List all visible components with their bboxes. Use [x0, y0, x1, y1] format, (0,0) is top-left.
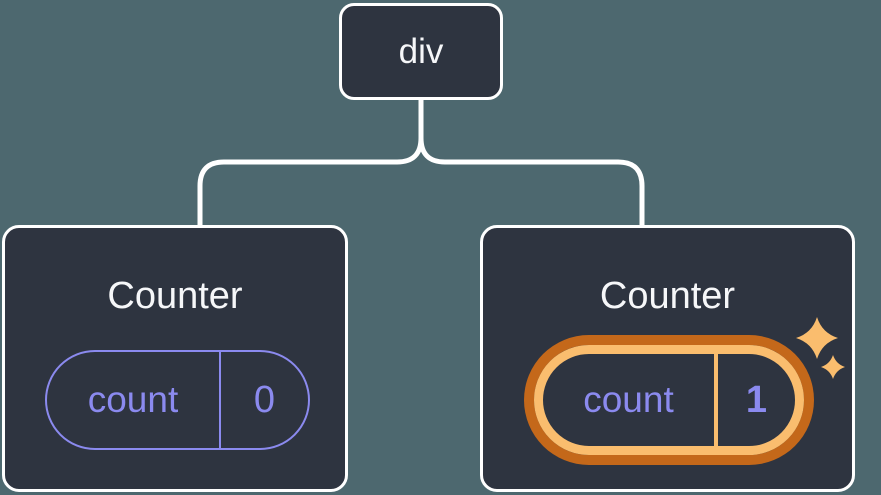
counter-node-right: Counter count 1	[480, 225, 855, 492]
state-key-label: count	[87, 379, 179, 420]
connector-right-branch	[418, 100, 645, 226]
state-key-label: count	[583, 379, 674, 420]
state-pill-highlighted: count 1	[534, 345, 804, 455]
connector-left-branch	[197, 100, 424, 226]
state-value: 0	[219, 352, 308, 448]
counter-node-left: Counter count 0	[2, 225, 348, 492]
state-pill: count 0	[45, 350, 310, 450]
root-node: div	[339, 3, 503, 100]
state-value: 1	[714, 354, 795, 446]
component-title: Counter	[107, 275, 243, 317]
component-title: Counter	[599, 275, 736, 317]
root-node-label: div	[398, 31, 444, 71]
